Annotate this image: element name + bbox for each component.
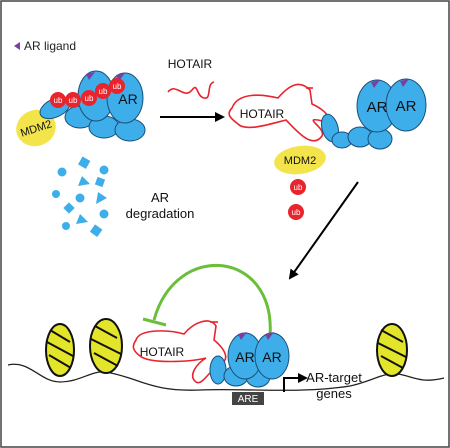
degradation-label-line1: AR [151,190,169,205]
ar-left-label: AR [367,99,388,116]
hotair-rna-free [167,81,215,99]
ub-label: ub [99,87,108,96]
legend: AR ligand [14,39,76,53]
hotair-chromatin-label: HOTAIR [140,345,185,359]
ub-free [288,204,304,220]
ligand-marker-icon [14,42,20,50]
inhibition-bar [142,317,167,327]
ub-circle [109,78,125,94]
ub-circle [65,92,81,108]
ar-dimer-on-dna: AR AR [209,332,290,388]
target-genes-label-line2: genes [316,386,352,401]
ligand-icon [371,80,380,88]
mdm2-released-label: MDM2 [284,155,316,167]
ub-free-label: ub [292,208,301,217]
ligand-icon [238,332,247,340]
ar-left-label: AR [235,349,254,365]
ubiquitin-chain: ub ub ub ub ub [50,78,125,108]
hotair-bound-label: HOTAIR [240,107,285,121]
ligand-icon [86,72,95,80]
ub-circle [95,83,111,99]
mdm2-blob [16,109,56,147]
degradation-fragments [52,156,109,237]
hotair-rna-bound [228,83,329,142]
ligand-icon [265,332,274,340]
ub-free [290,179,306,195]
positive-feedback-loop [152,263,272,337]
ar-label: AR [118,91,137,107]
legend-ligand-label: AR ligand [24,39,76,53]
transcription-arrow [283,373,308,392]
degradation-label-line2: degradation [126,206,195,221]
ub-label: ub [113,82,122,91]
hotair-rna-chromatin [132,320,227,384]
ub-label: ub [69,96,78,105]
ar-right-label: AR [262,349,281,365]
ar-subunit [209,355,227,385]
ub-free-label: ub [294,183,303,192]
ligand-icon [400,79,409,87]
nucleosome [376,323,408,377]
nucleosome [45,323,75,377]
target-genes-label-line1: AR-target [306,370,362,385]
hotair-free-label: HOTAIR [168,57,213,71]
ub-circle [50,92,66,108]
ub-label: ub [54,96,63,105]
ub-circle [81,90,97,106]
ar-ubiquitin-complex: MDM2 AR ub ub ub ub ub [16,70,146,147]
step-arrow-down [288,181,359,280]
nucleosome [89,318,123,374]
ar-subunit [385,78,427,132]
hotair-ar-complex: HOTAIR AR AR [228,78,427,150]
ar-right-label: AR [396,98,417,115]
mdm2-released [274,145,326,175]
are-label: ARE [238,394,259,405]
ub-label: ub [85,94,94,103]
are-element [232,392,264,405]
